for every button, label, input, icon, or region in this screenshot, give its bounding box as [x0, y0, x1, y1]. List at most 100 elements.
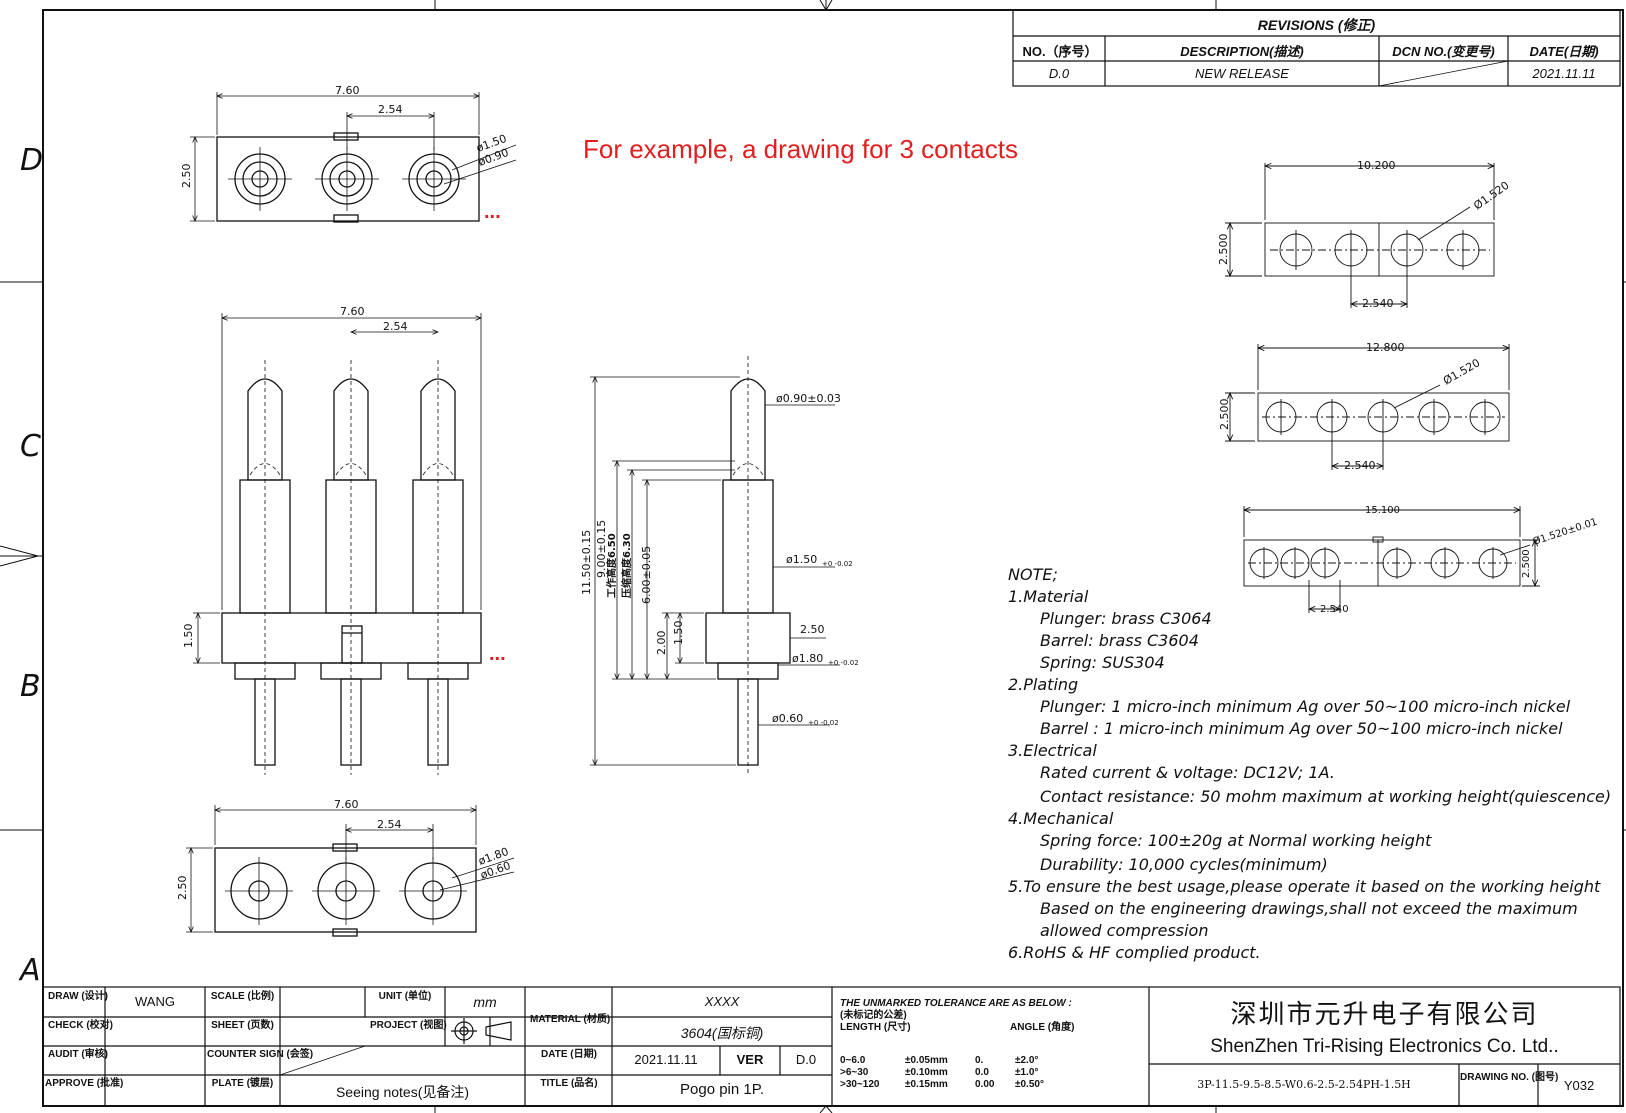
dim-barrel-dia: ø1.50 — [786, 553, 817, 566]
dim-working-height: 工作高度6.50 — [605, 533, 618, 598]
note-line: allowed compression — [1040, 921, 1209, 940]
dim-pitch: 2.54 — [383, 320, 408, 333]
title-value: Pogo pin 1P. — [680, 1081, 764, 1098]
unit-value: mm — [473, 994, 497, 1010]
note-line: Spring: SUS304 — [1040, 653, 1165, 672]
dim-height: 2.500 — [1218, 399, 1231, 431]
company-name-cn: 深圳市元升电子有限公司 — [1230, 1000, 1539, 1030]
revision-no: D.0 — [1048, 66, 1070, 81]
tol-decimal: 0.00 — [975, 1079, 995, 1090]
tol-angle: ±0.50° — [1015, 1079, 1044, 1090]
title-label: TITLE (品名) — [540, 1078, 598, 1089]
note-line: Barrel: brass C3604 — [1040, 631, 1199, 650]
dim-tail-tol: +0 -0.02 — [808, 719, 839, 727]
tol-length: ±0.05mm — [905, 1055, 948, 1066]
dim-width: 7.60 — [334, 798, 359, 811]
revisions-header-no: NO.（序号） — [1022, 44, 1098, 59]
length-label: LENGTH (尺寸) — [840, 1022, 911, 1033]
note-line: 5.To ensure the best usage,please operat… — [1008, 877, 1601, 896]
tol-length: ±0.15mm — [905, 1079, 948, 1090]
continuation-dots: ... — [484, 201, 501, 223]
dim-width: 10.200 — [1357, 159, 1396, 172]
tol-length: ±0.10mm — [905, 1067, 948, 1078]
dim-pitch: 2.54 — [378, 103, 403, 116]
dim-flange-dia: ø1.80 — [792, 652, 823, 665]
angle-label: ANGLE (角度) — [1010, 1022, 1075, 1033]
audit-label: AUDIT (审核) — [48, 1049, 108, 1060]
note-line: 1.Material — [1008, 587, 1089, 606]
ver-value: D.0 — [795, 1052, 817, 1067]
tol-angle: ±2.0° — [1015, 1055, 1039, 1066]
tol-angle: ±1.0° — [1015, 1067, 1039, 1078]
dim-tip-dia: ø0.90±0.03 — [776, 392, 841, 405]
front-view — [193, 313, 481, 775]
footprint-5-contacts — [1225, 344, 1509, 470]
material-label: MATERIAL (材质) — [530, 1014, 611, 1025]
continuation-dots: ... — [489, 643, 506, 665]
drawing-no-value: Y032 — [1563, 1078, 1595, 1093]
draw-value: WANG — [135, 994, 175, 1009]
tol-decimal: 0. — [975, 1055, 984, 1066]
notes-reference: Seeing notes(见备注) — [335, 1084, 470, 1100]
note-line: Plunger: 1 micro-inch minimum Ag over 50… — [1040, 697, 1571, 716]
dim-height: 2.500 — [1217, 234, 1230, 266]
unit-label: UNIT (单位) — [378, 991, 432, 1002]
tol-range: >6~30 — [840, 1067, 869, 1078]
dim-total-length: 11.50±0.15 — [580, 530, 593, 595]
dim-width: 12.800 — [1366, 341, 1405, 354]
bottom-view — [186, 805, 515, 937]
note-line: 3.Electrical — [1008, 741, 1097, 760]
dim-base: 1.50 — [182, 624, 195, 649]
approve-label: APPROVE (批准) — [45, 1078, 124, 1089]
part-number: 3P-11.5-9.5-8.5-W0.6-2.5-2.54PH-1.5H — [1197, 1078, 1411, 1091]
note-line: 2.Plating — [1008, 675, 1079, 694]
revisions-header-dcn: DCN NO.(变更号) — [1392, 44, 1495, 59]
side-view-labels: ø0.90±0.03 ø1.50 +0 -0.02 2.50 ø1.80 +0 … — [580, 392, 859, 727]
material-value: 3604(国标铜) — [680, 1025, 764, 1041]
zone-letter: A — [18, 953, 41, 988]
dim-width: 7.60 — [335, 84, 360, 97]
draw-label: DRAW (设计) — [48, 991, 108, 1002]
front-view-labels: 7.60 2.54 1.50 — [182, 305, 408, 648]
date-value: 2021.11.11 — [634, 1052, 698, 1067]
dim-width: 15.100 — [1365, 505, 1400, 516]
note-line: Rated current & voltage: DC12V; 1A. — [1040, 763, 1335, 782]
dim-dia: Ø1.520 — [1441, 356, 1482, 387]
note-line: 4.Mechanical — [1008, 809, 1114, 828]
note-line: Contact resistance: 50 mohm maximum at w… — [1040, 787, 1612, 806]
note-line: Durability: 10,000 cycles(minimum) — [1040, 855, 1328, 874]
dim-pitch: 2.540 — [1362, 297, 1394, 310]
zone-letter: D — [20, 143, 43, 178]
dim-barrel-tol: +0 -0.02 — [822, 560, 853, 568]
note-line: Spring force: 100±20g at Normal working … — [1040, 831, 1432, 850]
dim-width: 7.60 — [340, 305, 365, 318]
dim-pitch: 2.54 — [377, 818, 402, 831]
notes-heading: NOTE; — [1008, 565, 1058, 584]
footprint-6-contacts — [1244, 506, 1540, 613]
bottom-view-labels: 7.60 2.54 2.50 ø1.80 ø0.60 — [176, 798, 512, 900]
revision-date: 2021.11.11 — [1532, 66, 1596, 81]
example-annotation: For example, a drawing for 3 contacts — [583, 134, 1018, 164]
zone-letters: D C B A — [18, 143, 43, 988]
zone-letter: B — [20, 669, 41, 704]
check-label: CHECK (校对) — [48, 1020, 113, 1031]
tol-range: >30~120 — [840, 1079, 880, 1090]
xxxx-value: XXXX — [704, 994, 740, 1009]
side-view — [590, 356, 840, 775]
dim-dia: Ø1.520 — [1471, 179, 1511, 213]
dim-compressed-height: 压缩高度6.30 — [620, 533, 633, 598]
dim-flange-tol: +0 -0.02 — [828, 659, 859, 667]
dim-dia: Ø1.520±0.01 — [1531, 516, 1599, 548]
dim-height: 2.50 — [176, 876, 189, 901]
tolerance-cn: (未标记的公差) — [840, 1010, 907, 1021]
dim-tail-dia: ø0.60 — [772, 712, 803, 725]
revisions-title: REVISIONS (修正) — [1257, 17, 1376, 33]
title-block-grid — [42, 986, 1621, 1107]
project-label: PROJECT (视图) — [370, 1020, 447, 1031]
dim-height: 2.500 — [1521, 549, 1532, 578]
projection-symbol-icon — [451, 1018, 512, 1044]
plate-label: PLATE (镀层) — [211, 1078, 274, 1089]
counter-sign-label: COUNTER SIGN (会签) — [207, 1049, 314, 1060]
top-view-labels: 7.60 2.54 2.50 ø1.50 ø0.90 — [180, 84, 510, 188]
